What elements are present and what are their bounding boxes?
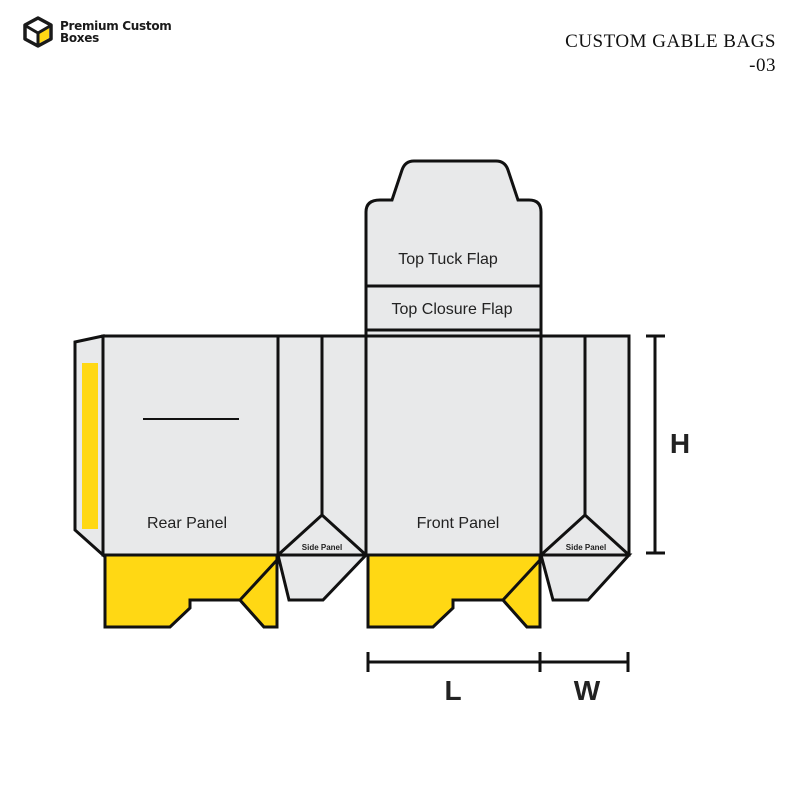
rear-panel-label: Rear Panel <box>147 515 227 532</box>
height-label: H <box>670 428 690 459</box>
top-tuck-flap-label: Top Tuck Flap <box>398 251 498 268</box>
brand-line-2: Boxes <box>60 31 99 45</box>
front-panel <box>364 334 543 557</box>
page-title: CUSTOM GABLE BAGS -03 <box>565 30 776 78</box>
height-dimension-line <box>646 334 665 555</box>
length-dimension-line <box>366 652 542 672</box>
side-panel-left-label: Side Panel <box>302 543 342 552</box>
glue-strip <box>82 363 98 529</box>
side-bottom-flap-right <box>539 553 633 602</box>
side-bottom-flap-left <box>276 553 370 602</box>
width-dimension-line <box>540 652 630 672</box>
side-panel-right-label: Side Panel <box>566 543 606 552</box>
top-closure-flap-label: Top Closure Flap <box>392 301 513 318</box>
brand-line-1: Premium Custom <box>60 19 172 33</box>
front-panel-label: Front Panel <box>417 515 500 532</box>
front-bottom-fold <box>500 556 542 629</box>
top-tuck-flap <box>364 159 543 288</box>
title-line-1: CUSTOM GABLE BAGS <box>565 31 776 52</box>
brand-name: Premium Custom Boxes <box>60 19 172 45</box>
width-label: W <box>574 675 601 706</box>
side-gusset-left <box>276 336 368 557</box>
length-label: L <box>444 675 461 706</box>
title-line-2: -03 <box>749 55 776 76</box>
rear-bottom-fold <box>237 556 279 629</box>
side-gusset-right <box>539 336 631 557</box>
cube-logo-icon <box>23 16 53 48</box>
brand-logo: Premium Custom Boxes <box>22 16 172 48</box>
